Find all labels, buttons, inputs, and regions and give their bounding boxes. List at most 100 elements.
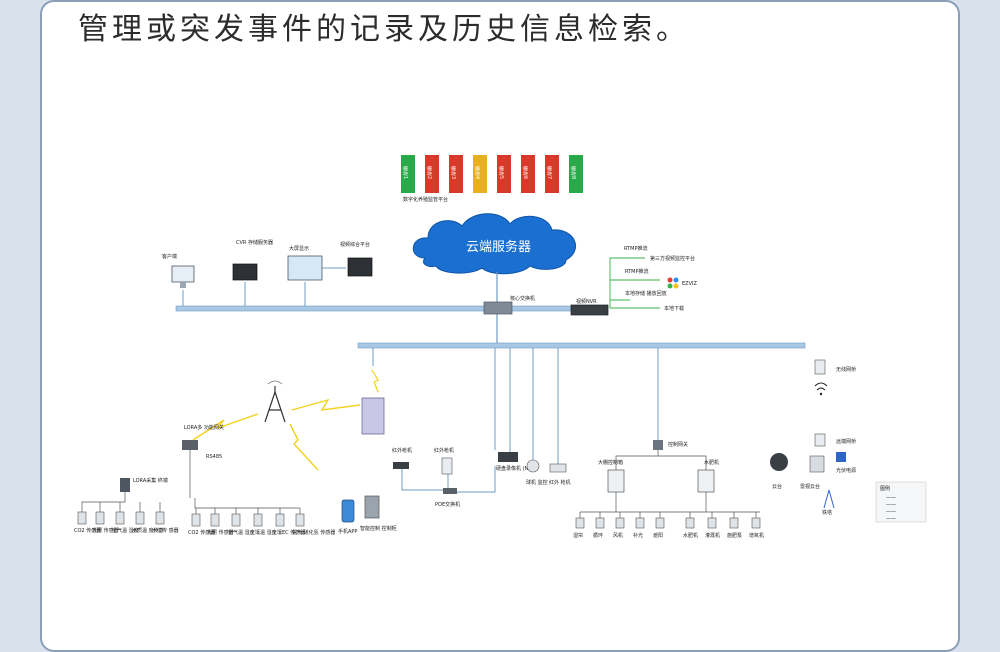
cloud-server: 云端服务器	[412, 213, 576, 275]
sensor: 氨气/硫化氢 传感器	[292, 513, 335, 536]
ezviz-logo: EZVIZ	[667, 277, 697, 289]
big-cabinet-label: 大棚控制箱	[598, 459, 623, 466]
cloud-label: 云端服务器	[466, 239, 531, 255]
actuator-label: 增氧机	[749, 532, 764, 539]
cvr-label: CVR 存储服务器	[236, 239, 273, 246]
solar-label: 光伏电源	[836, 467, 856, 474]
legend-item: ——	[886, 502, 896, 508]
ezviz-label: EZVIZ	[682, 281, 697, 287]
module-label: 模块1	[402, 165, 408, 179]
mobile-app-label: 手机APP	[338, 528, 357, 535]
wireless-bridge: 无线网桥	[814, 359, 856, 396]
module-block: 模块2	[425, 155, 439, 193]
lora-signal-server	[291, 398, 361, 411]
greenhouse-cabinet: 大棚控制箱	[598, 459, 625, 493]
actuator-label: 风机	[613, 532, 623, 539]
module-block: 模块6	[521, 155, 535, 193]
screen-label: 大屏显示	[289, 245, 309, 252]
actuator-label: 湿帘	[573, 532, 583, 539]
actuator-label: 补光	[633, 532, 643, 539]
actuator-label: 遮阳	[653, 532, 663, 539]
bullet-camera: 红外 枪机	[549, 463, 571, 486]
actuator-label: 水肥机	[683, 532, 698, 539]
sensor: 光照 传感器	[207, 513, 234, 536]
ir-camera1-label: 红外枪机	[392, 447, 412, 454]
lora-gateway: LORA多 功能网关 RS485	[182, 424, 224, 460]
poe-switch: POE交换机	[435, 488, 460, 508]
sensor: 光照 传感器	[92, 511, 119, 534]
download-label: 本地下载	[664, 305, 684, 312]
ptz-radar: 雷视云台	[800, 455, 825, 490]
actuator: 增氧机	[749, 517, 764, 539]
sensor: 土壤温 湿度	[250, 513, 277, 536]
control-cabinet: 智能控制 控制柜	[360, 495, 397, 532]
actuator: 灌溉机	[705, 517, 720, 539]
module-block: 模块4	[473, 155, 487, 193]
actuator: 循环	[593, 517, 605, 539]
platform-label: 数字化养殖监管平台	[403, 196, 448, 203]
lora-collector: LORA采集 终端	[120, 477, 168, 492]
poe-switch-label: POE交换机	[435, 501, 460, 508]
sensor-label: 土壤EC 传感器	[272, 529, 305, 536]
client-label: 客户端	[162, 253, 177, 260]
legend: 图例 —— —— —— ——	[875, 481, 927, 523]
module-label: 模块6	[522, 165, 528, 179]
nvr-local: 硬盘录像机 (NVR)	[496, 452, 537, 472]
sensor: 土壤EC 传感器	[272, 513, 305, 536]
actuator: 施肥泵	[727, 517, 742, 539]
rtmp2-label: RTMP推流	[625, 268, 649, 275]
sensor: CO2 传感器	[74, 511, 101, 534]
control-gateway: 控制网关	[653, 440, 688, 450]
cvr-server: CVR 存储服务器	[232, 239, 273, 306]
nvr-local-label: 硬盘录像机 (NVR)	[496, 465, 537, 472]
ir-camera-2: 红外枪机	[434, 447, 454, 475]
ir-camera2-label: 红外枪机	[434, 447, 454, 454]
actuator: 湿帘	[573, 517, 585, 539]
remote-bridge-label: 远端网桥	[836, 438, 856, 445]
ptz-dome: 云台	[770, 453, 788, 490]
sensor-label: 土壤温 湿度	[250, 529, 277, 536]
right-links	[609, 257, 660, 309]
module-block: 模块1	[401, 155, 415, 193]
solar-panel: 光伏电源	[836, 452, 856, 474]
remote-bridge: 远端网桥	[814, 433, 856, 447]
server-cabinet	[361, 397, 385, 435]
actuator-label: 灌溉机	[705, 532, 720, 539]
sensor-label: 光照 传感器	[207, 529, 234, 536]
lora-gateway-label: LORA多 功能网关	[184, 424, 224, 431]
legend-title: 图例	[880, 485, 890, 492]
actuator-group: 湿帘 循环风机 补光 遮阳 水肥机灌溉机施肥泵增氧机	[573, 517, 764, 539]
actuator-label: 施肥泵	[727, 532, 742, 539]
tower-small: 铁塔	[822, 489, 835, 516]
client-pc: 客户端	[162, 253, 195, 306]
module-label: 模块3	[450, 165, 456, 179]
cell-tower	[264, 380, 286, 423]
third-party-label: 第三方视频监控平台	[650, 255, 695, 262]
sensor-label: 空气温 湿度	[112, 527, 139, 534]
sensor: 空气温 湿度	[228, 513, 255, 536]
sensor-label: 氨气/硫化氢 传感器	[292, 529, 335, 536]
page-title: 管理或突发事件的记录及历史信息检索。	[78, 12, 690, 47]
slide-frame	[40, 0, 960, 652]
sensor: 水位传 感器	[152, 511, 179, 534]
wireless-bridge-label: 无线网桥	[836, 366, 856, 373]
control-cabinet-label: 智能控制 控制柜	[360, 525, 397, 532]
actuator: 风机	[613, 517, 625, 539]
legend-item: ——	[886, 516, 896, 522]
sensor: CO2 传感器	[188, 513, 215, 536]
module-block: 模块5	[497, 155, 511, 193]
water-cabinet: 水肥机	[697, 459, 719, 493]
core-switch: 核心交换机	[483, 295, 535, 315]
camera-links	[401, 348, 659, 493]
legend-item: ——	[886, 509, 896, 515]
actuator-wires	[579, 492, 760, 518]
lora-signal-right	[289, 423, 319, 471]
lora-signal-left	[192, 413, 259, 441]
rs485-label: RS485	[206, 454, 222, 460]
sensor: 空气温 湿度	[112, 511, 139, 534]
lower-bus	[357, 342, 806, 349]
